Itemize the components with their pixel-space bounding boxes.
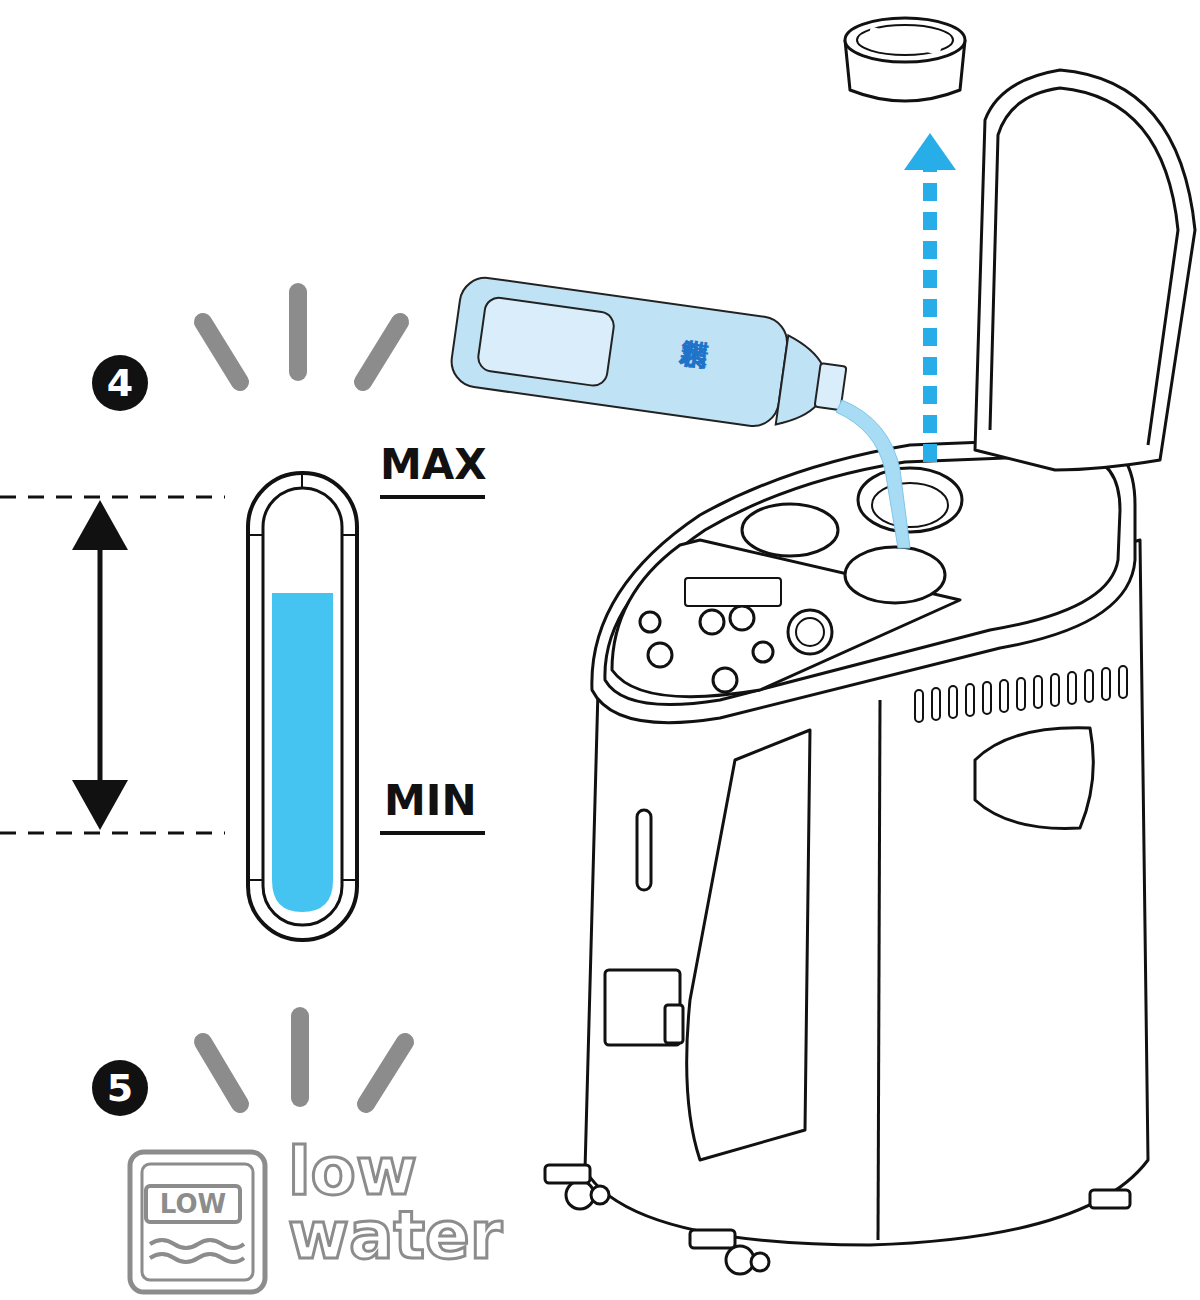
level-gauge: [0, 473, 485, 940]
status-label: low water: [288, 1140, 498, 1280]
callout-number: 4: [92, 355, 148, 411]
water-bottle: [448, 275, 851, 438]
callout-number: 5: [92, 1060, 148, 1116]
level-max-label: MAX: [380, 437, 500, 493]
icon-text: LOW: [146, 1186, 240, 1222]
lift-cap-arrow: [904, 133, 956, 462]
level-min-label: MIN: [384, 773, 504, 829]
flash-rays: [203, 292, 405, 1104]
machine-illustration: [545, 18, 1195, 1274]
water-stream: [836, 400, 910, 548]
low-water-icon: [130, 1152, 265, 1292]
